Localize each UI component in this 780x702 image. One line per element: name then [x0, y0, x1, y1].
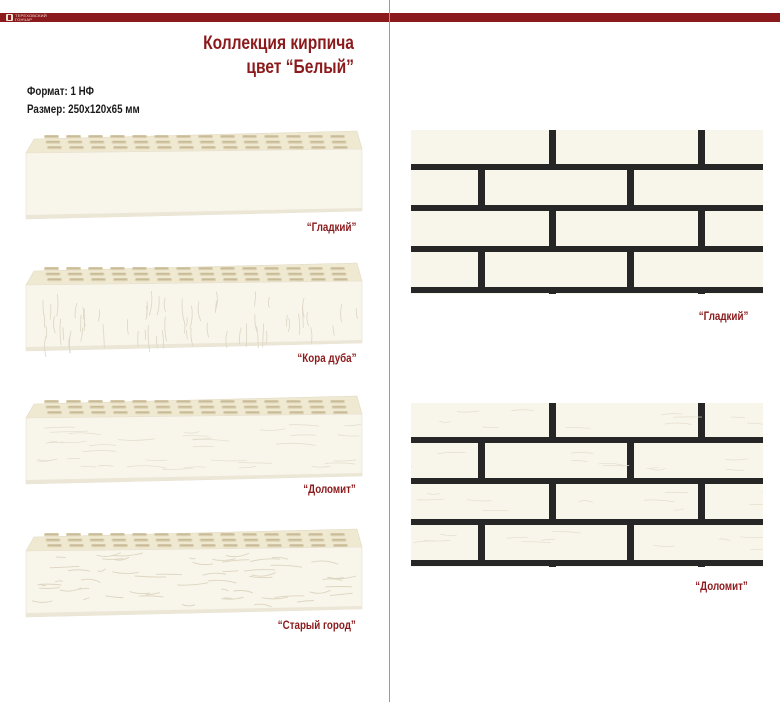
wall-image-smooth [411, 130, 763, 294]
brick-label-old-town: “Старый город” [277, 620, 356, 632]
logo-text: ТЕРЕХОВСКИЙ ГОНЧАР [15, 12, 47, 22]
brick-label-smooth: “Гладкий” [306, 222, 356, 234]
wall-label-dolomite: “Доломит” [695, 581, 748, 593]
logo-icon [6, 14, 13, 21]
brick-image-dolomite [25, 395, 363, 485]
page-title: Коллекция кирпича цвет “Белый” [203, 32, 354, 80]
title-line-2: цвет “Белый” [246, 57, 354, 78]
brick-label-dolomite: “Доломит” [303, 484, 356, 496]
size-spec: Размер: 250х120х65 мм [27, 104, 140, 116]
brick-image-old-town [25, 528, 363, 618]
title-line-1: Коллекция кирпича [203, 33, 354, 54]
brick-image-oak-bark [25, 262, 363, 357]
brick-image-smooth [25, 130, 363, 220]
brick-label-oak-bark: “Кора дуба” [296, 353, 356, 365]
brand-logo: ТЕРЕХОВСКИЙ ГОНЧАР [6, 13, 47, 22]
wall-label-smooth: “Гладкий” [698, 311, 748, 323]
format-spec: Формат: 1 НФ [27, 86, 95, 98]
header-bar [0, 13, 780, 22]
wall-image-dolomite [411, 403, 763, 567]
page-divider [389, 0, 390, 702]
